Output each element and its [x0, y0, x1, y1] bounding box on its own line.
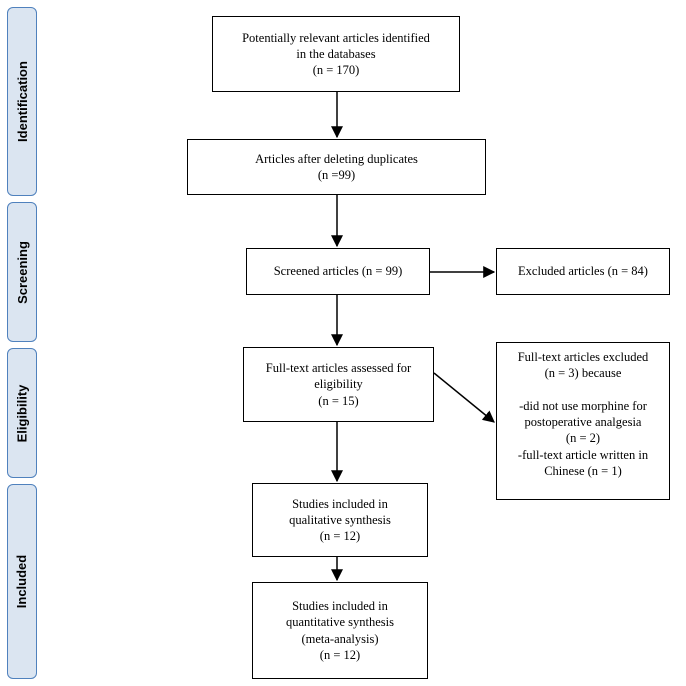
box-quantitative: Studies included in quantitative synthesi…	[252, 582, 428, 679]
box-fulltext-excluded: Full-text articles excluded (n = 3) becau…	[496, 342, 670, 500]
box-deduplicated-text: Articles after deleting duplicates (n =99…	[255, 151, 418, 184]
box-text-line: Chinese (n = 1)	[544, 463, 622, 478]
stage-included: Included	[7, 484, 37, 679]
box-text-line: (n = 12)	[319, 529, 361, 544]
box-text-line: Articles after deleting duplicates	[255, 151, 418, 166]
box-screened: Screened articles (n = 99)	[246, 248, 430, 295]
box-text-line: (meta-analysis)	[301, 631, 379, 646]
box-text-line: postoperative analgesia	[524, 415, 642, 429]
box-text-line: Full-text articles excluded	[517, 350, 649, 364]
box-screened-text: Screened articles (n = 99)	[274, 263, 403, 279]
stage-screening: Screening	[7, 202, 37, 342]
box-text-line: quantitative synthesis	[286, 615, 394, 630]
arrow-fulltext-to-excluded	[433, 372, 495, 423]
box-quantitative-text: Studies included in quantitative synthesi…	[286, 598, 394, 663]
box-deduplicated: Articles after deleting duplicates (n =99…	[187, 139, 486, 195]
box-excluded-text: Excluded articles (n = 84)	[518, 263, 648, 279]
stage-identification: Identification	[7, 7, 37, 196]
box-text-line: Potentially relevant articles identified	[242, 30, 430, 45]
box-text-line: (n = 170)	[312, 63, 360, 78]
box-text-line: eligibility	[314, 377, 363, 392]
box-text-line: -did not use morphine for	[519, 398, 647, 413]
box-identified: Potentially relevant articles identified…	[212, 16, 460, 92]
box-text-line: Full-text articles assessed for	[265, 361, 412, 376]
box-text-line: (n = 15)	[318, 393, 359, 408]
box-identified-text: Potentially relevant articles identified…	[242, 30, 430, 79]
stage-eligibility: Eligibility	[7, 348, 37, 478]
box-text-line: (n = 3) because	[544, 366, 622, 381]
box-text-line: Studies included in	[292, 599, 388, 613]
box-text-line: qualitative synthesis	[289, 512, 391, 527]
box-text-line: Screened articles (n = 99)	[273, 264, 403, 279]
box-text-line: Excluded articles (n = 84)	[518, 264, 648, 279]
box-fulltext-excluded-text: Full-text articles excluded (n = 3) becau…	[518, 349, 649, 479]
box-text-line: -full-text article written in	[517, 447, 649, 462]
box-text-line: (n = 2)	[565, 431, 601, 446]
box-text-line: in the databases	[296, 46, 376, 61]
box-text-line: Studies included in	[292, 496, 388, 511]
box-text-line: (n = 12)	[319, 647, 361, 662]
box-excluded: Excluded articles (n = 84)	[496, 248, 670, 295]
box-text-line: (n =99)	[317, 168, 356, 182]
